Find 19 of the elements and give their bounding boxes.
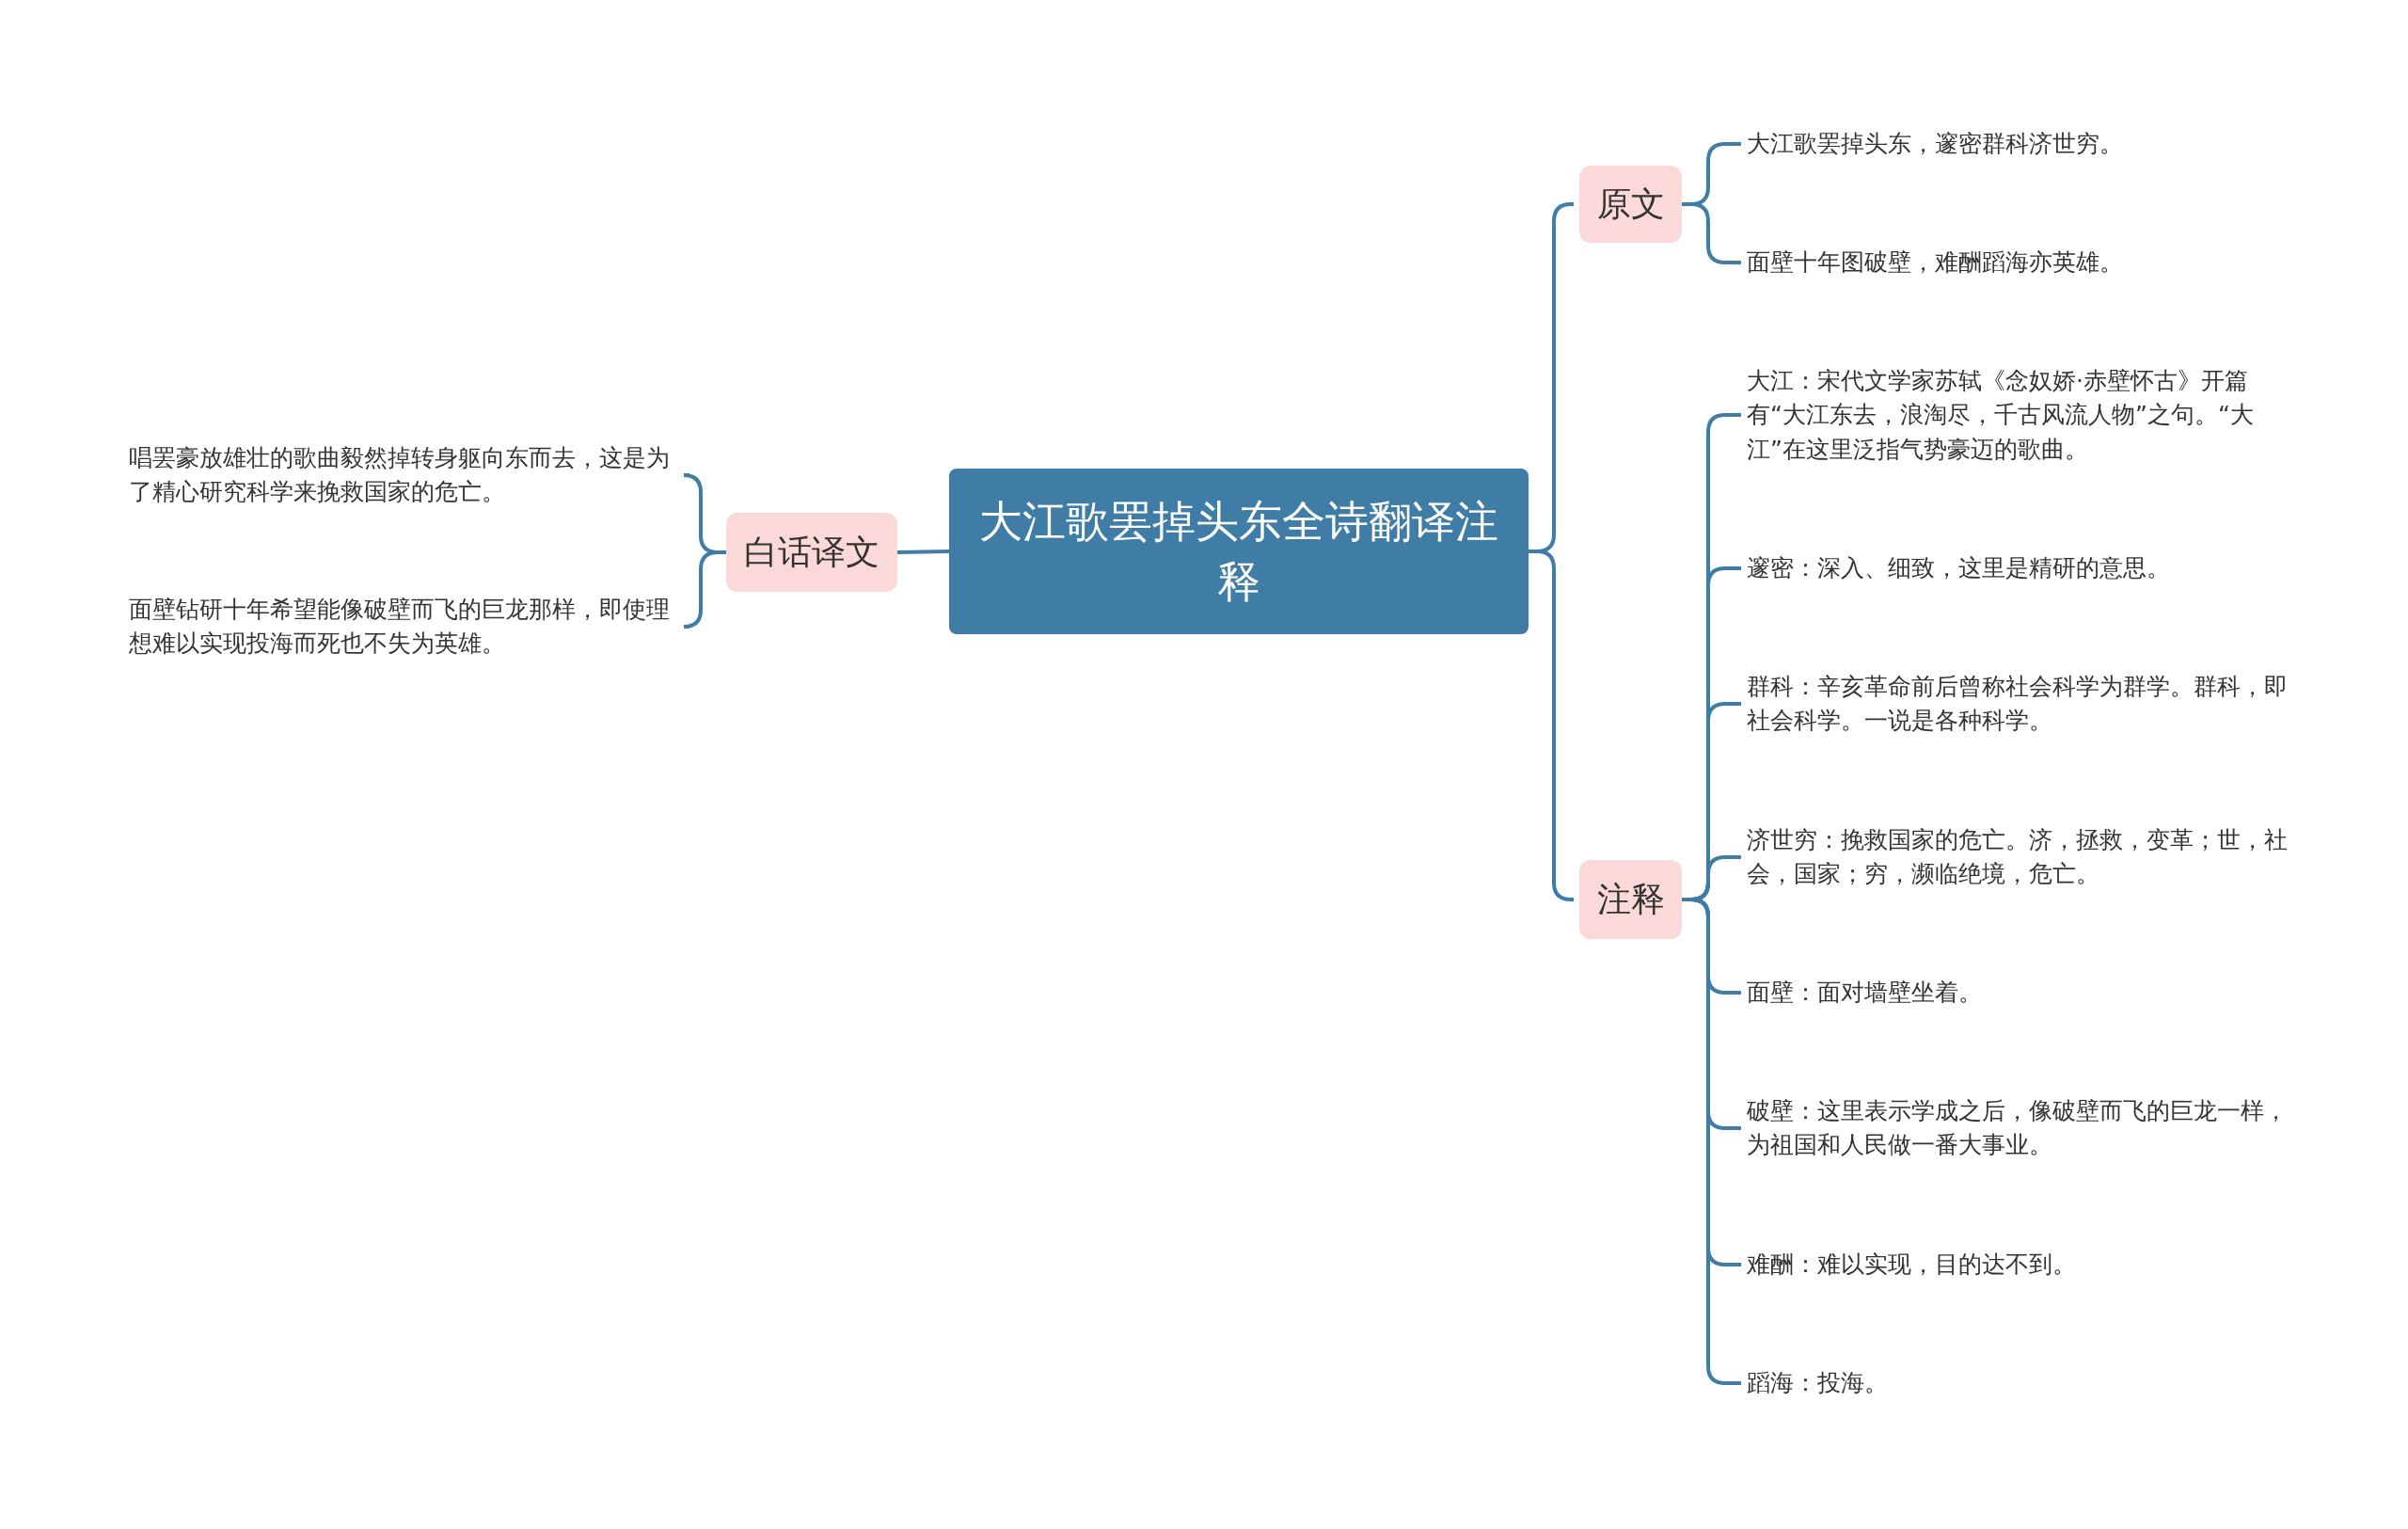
connector-line (682, 550, 726, 629)
note-text: 群科：辛亥革命前后曾称社会科学为群学。群科，即社会科学。一说是各种科学。 (1747, 669, 2292, 739)
note-text: 面壁十年图破壁，难酬蹈海亦英雄。 (1747, 245, 2330, 280)
central-topic-box: 大江歌罢掉头东全诗翻译注释 (949, 469, 1529, 634)
note-text: 邃密：深入、细致，这里是精研的意思。 (1747, 550, 2330, 586)
connector-line (896, 549, 950, 554)
note-text: 面壁：面对墙壁坐着。 (1747, 975, 2330, 1011)
topic-box: 白话译文 (726, 513, 897, 592)
note-text: 大江：宋代文学家苏轼《念奴娇·赤壁怀古》开篇有“大江东去，浪淘尽，千古风流人物”之句。“大江”在这里泛指气势豪迈的歌曲。 (1747, 363, 2292, 467)
topic-box: 原文 (1579, 166, 1682, 243)
note-text: 唱罢豪放雄壮的歌曲毅然掉转身躯向东而去，这是为了精心研究科学来挽救国家的危亡。 (129, 440, 684, 510)
note-text: 大江歌罢掉头东，邃密群科济世穷。 (1747, 126, 2330, 162)
note-text: 蹈海：投海。 (1747, 1365, 2330, 1401)
topic-box: 注释 (1579, 860, 1682, 939)
note-text: 面壁钻研十年希望能像破壁而飞的巨龙那样，即使理想难以实现投海而死也不失为英雄。 (129, 592, 684, 661)
note-text: 破壁：这里表示学成之后，像破壁而飞的巨龙一样，为祖国和人民做一番大事业。 (1747, 1093, 2292, 1163)
note-text: 济世穷：挽救国家的危亡。济，拯救，变革；世，社会，国家；穷，濒临绝境，危亡。 (1747, 822, 2292, 892)
note-text: 难酬：难以实现，目的达不到。 (1747, 1247, 2330, 1282)
connector-line (1682, 898, 1741, 1385)
